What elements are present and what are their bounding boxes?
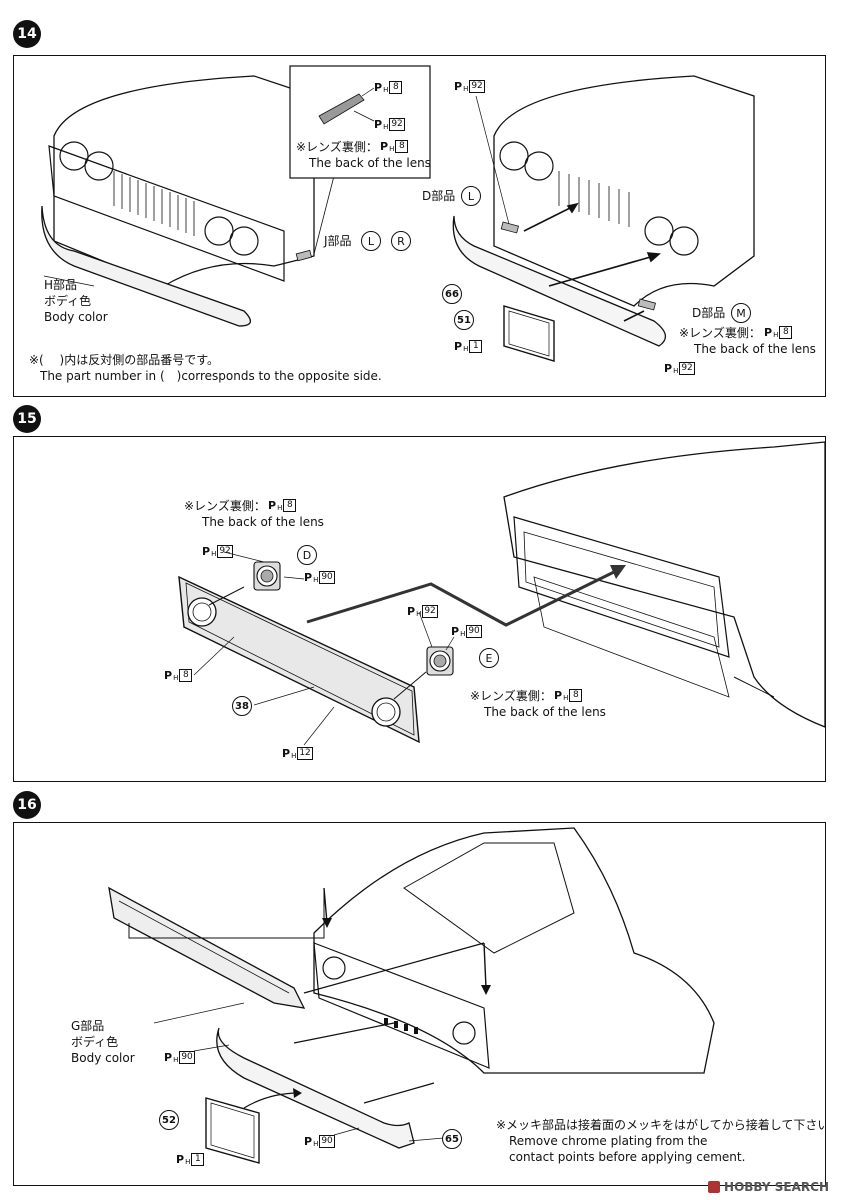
lens-back-jp: ※レンズ裏側： (296, 140, 378, 154)
step-15-illustration (178, 441, 825, 746)
g-part-label: G部品 (71, 1019, 105, 1033)
j-part-label: J部品 (324, 234, 352, 248)
chrome-note-jp: ※メッキ部品は接着面のメッキをはがしてから接着して下さい。 (496, 1118, 826, 1132)
j-part-left-marker: L (361, 231, 381, 251)
step-16-illustration (108, 827, 715, 1164)
d-m-marker: M (731, 303, 751, 323)
h-body-color-en: Body color (44, 310, 108, 324)
lens-back-jp-15a: ※レンズ裏側： (184, 499, 266, 513)
g-body-color-en: Body color (71, 1051, 135, 1065)
chrome-note-en-1: Remove chrome plating from the (509, 1134, 708, 1148)
lens-back-en-15a: The back of the lens (202, 515, 324, 529)
lens-back-en: The back of the lens (309, 156, 431, 170)
lens-back-jp-2: ※レンズ裏側： (679, 326, 761, 340)
chrome-note-en-2: contact points before applying cement. (509, 1150, 746, 1164)
part-65-marker: 65 (442, 1129, 462, 1149)
lens-back-en-2: The back of the lens (694, 342, 816, 356)
part-51-marker: 51 (454, 310, 474, 330)
d-part-m-label: D部品 (692, 306, 726, 320)
step-number-16: 16 (13, 791, 41, 819)
opposite-note-en: The part number in ( )corresponds to the… (40, 369, 382, 383)
lens-back-jp-15b: ※レンズ裏側： (470, 689, 552, 703)
part-66-marker: 66 (442, 284, 462, 304)
h-part-label: H部品 (44, 278, 78, 292)
j-part-right-marker: R (391, 231, 411, 251)
part-52-marker: 52 (159, 1110, 179, 1130)
opposite-note-jp: ※( )内は反対側の部品番号です。 (29, 353, 220, 367)
d-left-marker: L (461, 186, 481, 206)
step-14-illustration (41, 65, 755, 362)
g-body-color-jp: ボディ色 (71, 1035, 119, 1049)
watermark-logo-icon (708, 1181, 721, 1193)
e-marker-15: E (479, 648, 499, 668)
h-body-color-jp: ボディ色 (44, 294, 92, 308)
hobby-search-watermark: HOBBY SEARCH (708, 1180, 829, 1194)
lens-back-en-15b: The back of the lens (484, 705, 606, 719)
d-marker-15: D (297, 545, 317, 565)
step-number-15: 15 (13, 405, 41, 433)
part-38-marker: 38 (232, 696, 252, 716)
step-number-14: 14 (13, 20, 41, 48)
d-part-left-label: D部品 (422, 189, 456, 203)
